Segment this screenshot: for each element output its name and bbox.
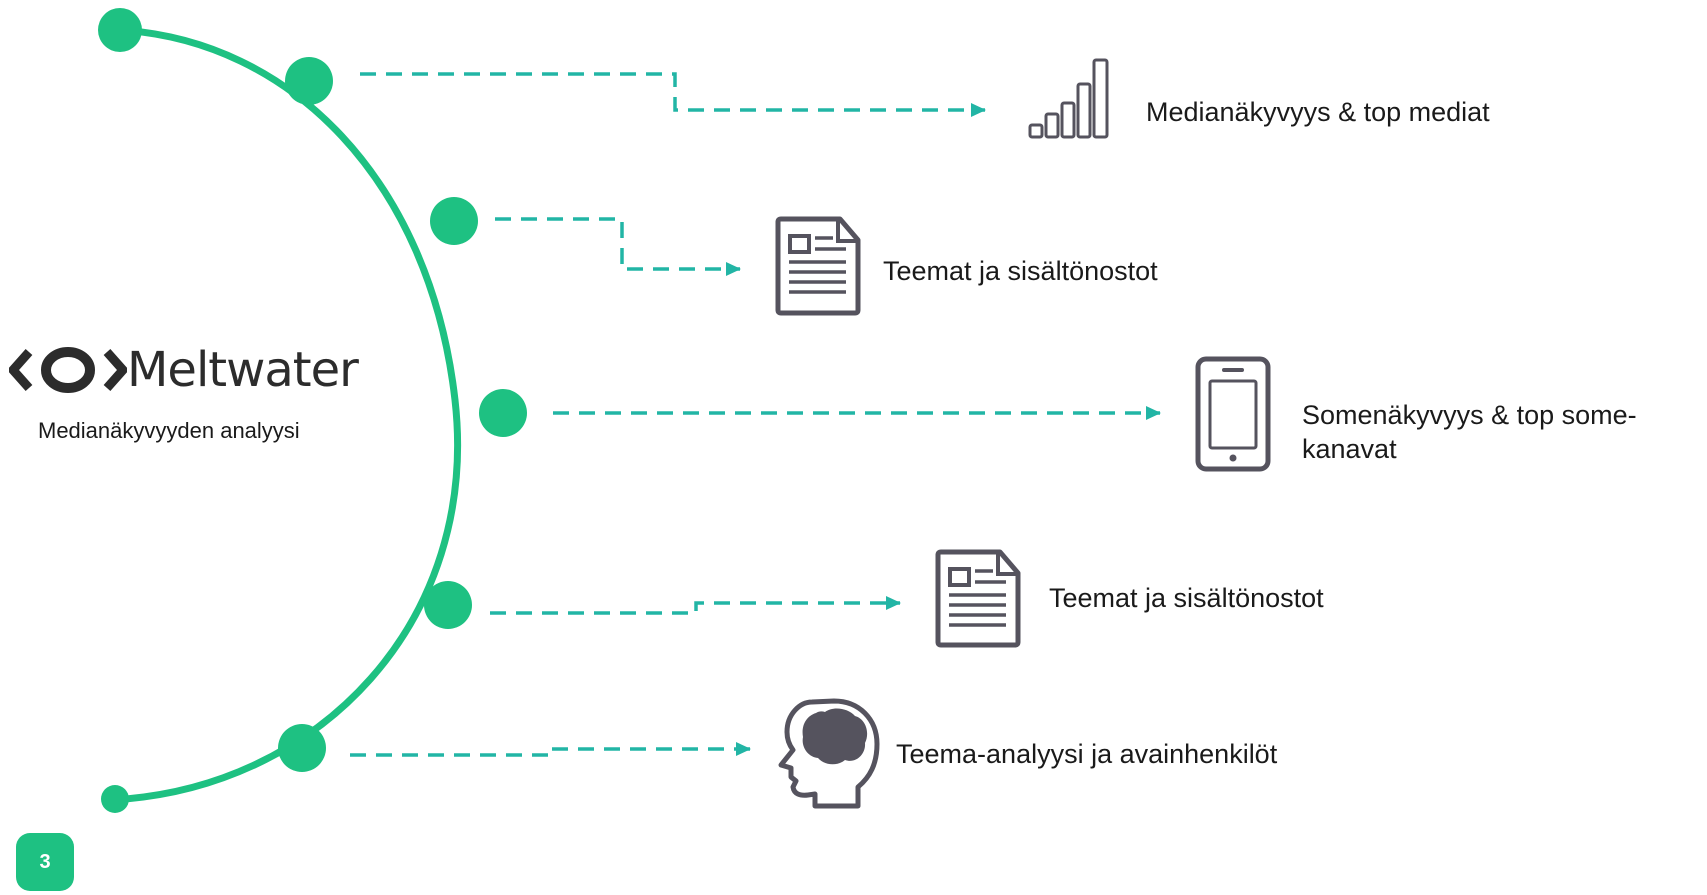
arc-node-1[interactable] <box>285 57 333 105</box>
connector-2 <box>495 217 741 276</box>
connector-4 <box>490 596 901 615</box>
connector-5 <box>350 742 751 757</box>
arc-node-3[interactable] <box>479 389 527 437</box>
timeline-arc <box>106 26 462 804</box>
item-label-3-line2: kanavat <box>1302 434 1397 464</box>
page-number-badge: 3 <box>16 833 74 891</box>
item-label-3: Somenäkyvyys & top some- kanavat <box>1302 398 1637 466</box>
head-brain-icon <box>778 698 880 809</box>
item-label-1: Medianäkyvyys & top mediat <box>1146 97 1490 127</box>
arc-end-bottom <box>101 785 129 813</box>
arc-node-4[interactable] <box>424 581 472 629</box>
document-icon <box>935 549 1021 648</box>
item-label-2: Teemat ja sisältönostot <box>883 256 1158 286</box>
connector-1 <box>360 72 986 117</box>
diagram-subtitle: Medianäkyvyyden analyysi <box>38 418 300 443</box>
item-label-3-line1: Somenäkyvyys & top some- <box>1302 400 1637 430</box>
smartphone-icon <box>1195 356 1271 472</box>
arc-node-2[interactable] <box>430 197 478 245</box>
document-icon <box>775 216 861 316</box>
bar-chart-icon <box>1028 58 1109 139</box>
item-label-4: Teemat ja sisältönostot <box>1049 583 1324 613</box>
arc-node-5[interactable] <box>278 724 326 772</box>
brand-name: Meltwater <box>127 342 359 398</box>
arc-end-top <box>98 8 142 52</box>
item-label-5: Teema-analyysi ja avainhenkilöt <box>896 739 1278 769</box>
meltwater-logo: Meltwater <box>9 342 359 398</box>
meltwater-logo-mark <box>9 347 127 393</box>
